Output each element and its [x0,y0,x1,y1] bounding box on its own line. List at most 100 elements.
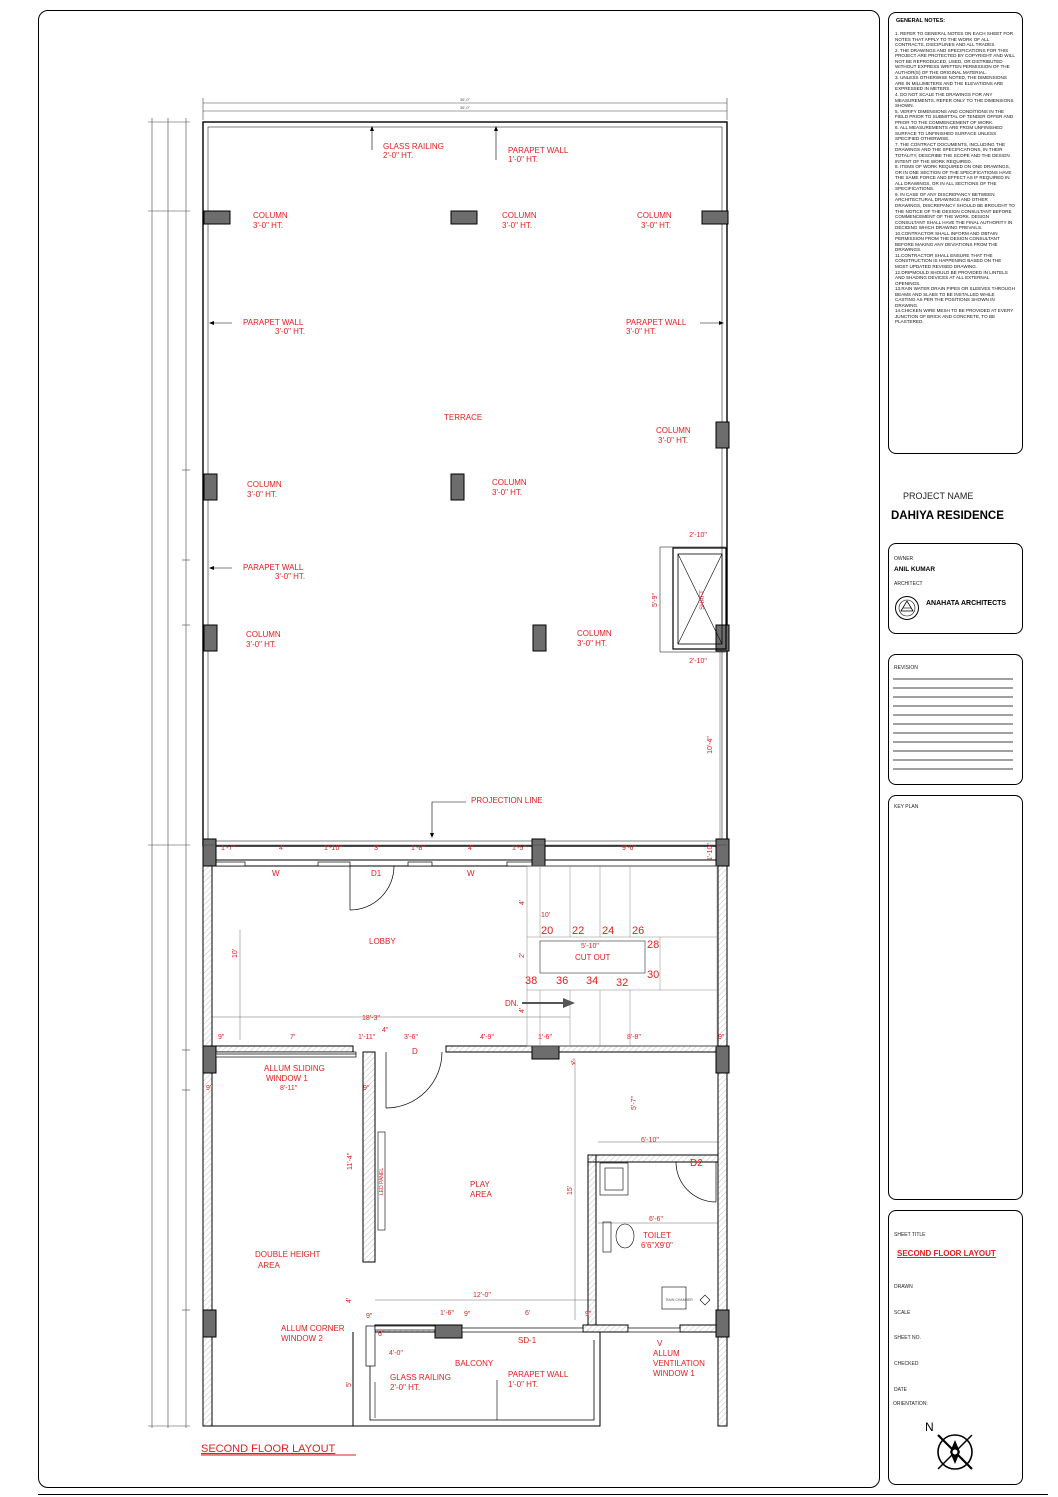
left-dimension-lines [148,118,190,1428]
sheet-title: SECOND FLOOR LAYOUT [897,1249,996,1258]
label-v: V [657,1339,663,1348]
label-column-7: COLUMN [577,629,612,638]
sheet-no-label: SHEET NO. [894,1335,921,1341]
dim-9b: 9" [718,1034,725,1041]
column [203,624,218,652]
drawing-title: SECOND FLOOR LAYOUT [201,1443,336,1455]
column [450,473,465,501]
owner-label: OWNER [894,556,914,562]
dim-11-4: 11'-4" [347,1152,354,1170]
sheet-bottom-rule [38,1494,1048,1495]
stair-26: 26 [632,925,644,937]
dim-4-5: 4" [382,1027,389,1034]
dim-10-stair: 10' [541,912,550,919]
project-name: DAHIYA RESIDENCE [891,510,1004,522]
column [715,1045,730,1074]
label-column-3-ht: 3'-0" HT. [641,221,671,230]
label-d: D [412,1047,418,1056]
label-parapet-top: PARAPET WALL [508,146,569,155]
dim-3: 3' [374,845,379,852]
dim-4-bal: 4' [346,1298,353,1303]
label-area: AREA [470,1190,492,1199]
door-d1 [349,865,395,911]
label-sd1: SD-1 [518,1336,537,1345]
label-column-2: COLUMN [502,211,537,220]
dim-12: 12'-0" [473,1292,491,1299]
label-dn: DN. [505,999,519,1008]
drawn-label: DRAWN [894,1284,913,1290]
dim-4a: 4' [279,845,284,852]
stair-28: 28 [647,939,659,951]
checked-label: CHECKED [894,1361,919,1367]
dim-9g: 9" [585,1311,592,1318]
shaft-label: SHAFT [700,590,706,610]
sheet-title-label: SHEET TITLE [894,1232,926,1238]
dim-9-6: 9'-6" [622,845,636,852]
label-allum-corner: ALLUM CORNER [281,1324,345,1333]
dim-1-10-vertical: 1'-10" [707,843,714,861]
allum-sliding-label: ALLUM SLIDING WINDOW 1 [264,1064,325,1083]
column [715,421,730,449]
stair-24: 24 [602,925,614,937]
double-height-labels: DOUBLE HEIGHT AREA [255,1250,320,1270]
terrace-labels: GLASS RAILING 2'-0" HT. PARAPET WALL 1'-… [243,142,691,805]
note-item: 6. ALL MEASUREMENTS ARE FROM UNFINISHED … [895,125,1003,142]
column [434,1324,463,1339]
dim-5-7: 5'-7" [631,1096,638,1110]
dim-1-6b: 1'-6" [440,1310,454,1317]
label-cut-out: CUT OUT [575,953,611,962]
general-notes-body: 1. REFER TO GENERAL NOTES ON EACH SHEET … [895,31,1015,325]
terrace-columns [203,210,730,652]
dim-5: 5' [346,1382,353,1387]
toilet-labels: TOILET 6'6"X9'0" [641,1231,673,1250]
dim-15: 15' [567,1186,574,1195]
led-panel [377,1131,386,1231]
dim-1-7: 1'-7" [221,845,235,852]
label-column-right-mid-ht: 3'-0" HT. [658,436,688,445]
label-terrace: TERRACE [444,413,482,422]
play-area-labels: PLAY AREA [470,1180,492,1199]
note-item: 12.DRIPMOULD SHOULD BE PROVIDED IN LINTE… [895,269,1008,286]
dim-1-5: 1'-5" [512,845,526,852]
note-item: 3. UNLESS OTHERWISE NOTED, THE DIMENSION… [895,75,1007,92]
north-arrow-icon [937,1434,973,1470]
lower-labels: ALLUM CORNER WINDOW 2 SD-1 BALCONY GLASS… [281,1324,705,1392]
label-parapet-right-ht: 3'-0" HT. [626,327,656,336]
dim-10-lobby: 10' [232,949,239,958]
dim-6-10: 6'-10" [641,1137,659,1144]
label-glass-railing-bottom: GLASS RAILING [390,1373,451,1382]
dim-1-11: 1'-11" [358,1034,376,1041]
column [203,473,218,501]
dim-2: 2' [519,953,526,958]
column [532,624,547,652]
dim-9a: 9" [218,1034,225,1041]
stair-36: 36 [556,975,568,987]
sheet-border [38,10,880,1488]
note-item: 13.RAIN WATER DRAIN PIPES OR SLEEVES THR… [895,286,1015,308]
owner-name: ANIL KUMAR [894,566,936,573]
dim-6-6: 6'-6" [649,1216,663,1223]
floor-plan: 36'-0" 36'-0" SHAFT 2'-10" 2'-10" 5'-9" … [148,97,730,1456]
dim-9e: 9" [366,1313,373,1320]
dim-4-0: 4'-0" [389,1350,403,1357]
column [203,210,231,225]
label-column-2-ht: 3'-0" HT. [502,221,532,230]
note-item: 9. IN CASE OF ANY DISCREPANCY BETWEEN AR… [895,191,1015,231]
label-parapet-top-ht: 1'-0" HT. [508,155,538,164]
note-item: 4. DO NOT SCALE THE DRAWINGS FOR ANY MEA… [895,92,1014,109]
leader-arrows [211,128,722,835]
dim-1-6: 1'-6" [538,1034,552,1041]
label-column-7-ht: 3'-0" HT. [577,639,607,648]
top-dimension-lines [202,98,728,120]
label-column-right-mid: COLUMN [656,426,691,435]
label-parapet-left-1: PARAPET WALL [243,318,304,327]
label-column-4-ht: 3'-0" HT. [247,490,277,499]
label-allum-sliding-window: WINDOW 1 [266,1074,308,1083]
label-w-1: W [272,869,280,878]
label-glass-railing-top: GLASS RAILING [383,142,444,151]
note-item: 7. THE CONTRACT DOCUMENTS, INCLUDING THE… [895,141,1010,164]
column [202,838,217,867]
column [715,1309,730,1338]
label-lobby: LOBBY [369,937,396,946]
dim-9c: 9" [206,1085,213,1092]
